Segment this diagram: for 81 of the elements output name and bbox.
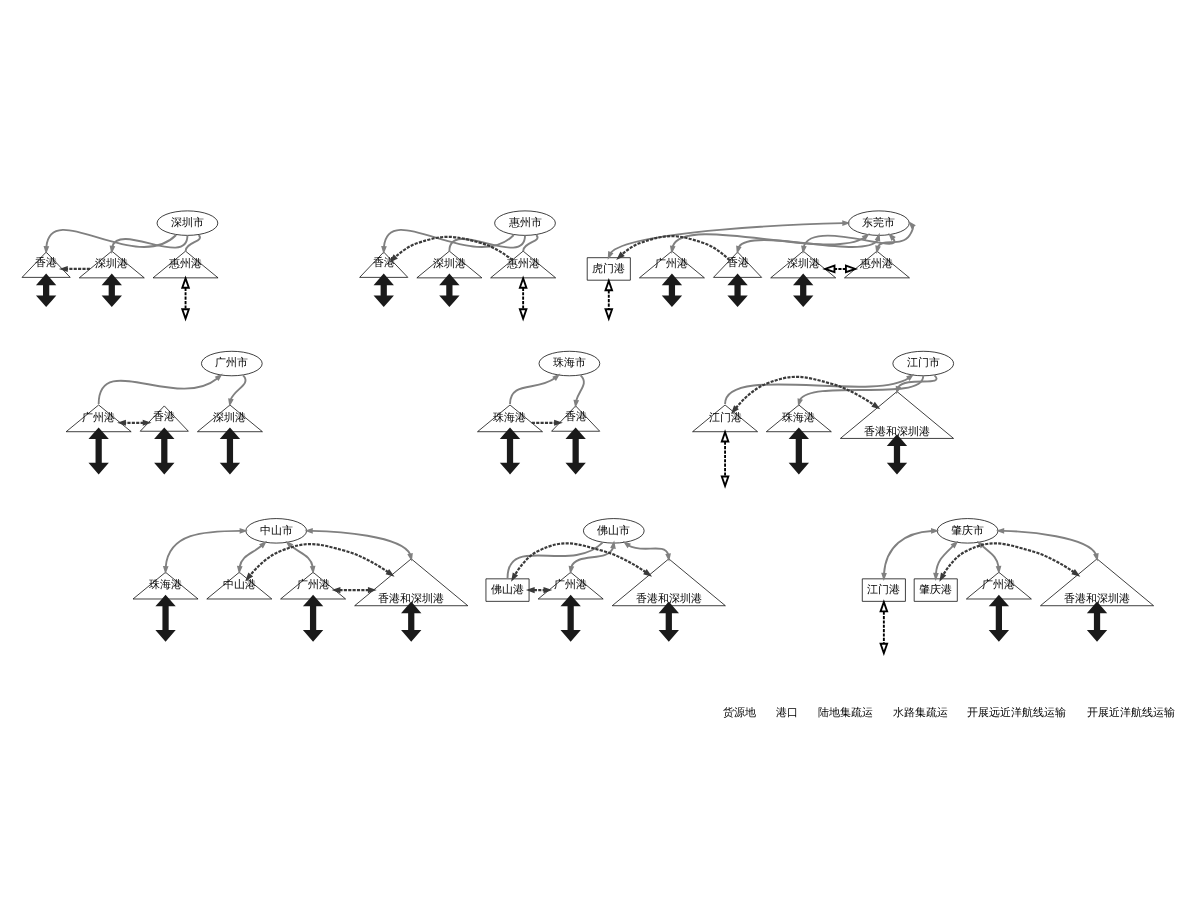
arrow (439, 273, 460, 308)
arrow (801, 232, 896, 254)
arrow (155, 594, 176, 642)
legend-label: 港口 (775, 706, 798, 718)
arrow (736, 232, 881, 255)
arrow (531, 419, 563, 426)
arrow (895, 374, 938, 395)
node-box: 江门港 (861, 578, 906, 602)
node-ellipse: 东莞市 (848, 210, 910, 236)
node-ellipse: 江门市 (892, 350, 954, 377)
arrow (381, 229, 515, 255)
arrow (669, 233, 870, 254)
arrow (401, 601, 422, 642)
arrow (996, 528, 1099, 562)
node-ellipse: 佛山市 (583, 518, 645, 544)
arrow (933, 540, 959, 582)
arrow (58, 265, 90, 273)
arrow (875, 221, 916, 254)
arrow (162, 527, 248, 575)
arrow (304, 528, 413, 562)
legend-label: 开展远近洋航线运输 (967, 706, 1067, 718)
arrow (101, 273, 122, 308)
arrow (88, 427, 109, 475)
arrow (109, 234, 189, 254)
arrow (988, 594, 1010, 642)
arrow (302, 594, 324, 642)
legend-label: 水路集疏运 (892, 706, 948, 718)
node-box: 肇庆港 (913, 578, 958, 602)
arrow (228, 374, 247, 407)
node-ellipse: 肇庆市 (936, 518, 999, 544)
arrow (661, 273, 683, 308)
arrow (285, 540, 316, 575)
arrow (730, 375, 881, 414)
arrow (373, 273, 394, 308)
arrow (154, 427, 175, 475)
arrow (793, 273, 814, 308)
arrow (724, 373, 915, 405)
arrow (797, 374, 925, 407)
arrow (727, 273, 748, 308)
arrow (525, 587, 553, 594)
arrow (509, 373, 561, 405)
node-ellipse: 广州市 (201, 350, 263, 377)
arrow (499, 427, 521, 475)
arrow (511, 542, 653, 582)
legend-label: 开展近洋航线运输 (1086, 706, 1175, 718)
arrow (976, 540, 1002, 575)
arrow (622, 540, 671, 562)
arrow (573, 374, 585, 409)
legend-label: 陆地集疏运 (818, 706, 874, 718)
arrow (560, 594, 581, 642)
connector (184, 234, 201, 253)
arrow (822, 264, 859, 274)
node-ellipse: 珠海市 (538, 350, 601, 377)
node-ellipse: 惠州市 (494, 210, 556, 236)
arrow (788, 427, 809, 475)
arrow (43, 229, 178, 255)
legend-label: 货源地 (722, 706, 756, 718)
node-ellipse: 中山市 (245, 518, 307, 544)
connector (448, 234, 526, 253)
arrow (331, 587, 377, 594)
arrow (117, 419, 152, 426)
connector (522, 234, 539, 253)
arrow (939, 542, 1081, 582)
arrow (219, 427, 241, 475)
arrow (1086, 601, 1108, 642)
arrow (97, 373, 223, 405)
arrow (658, 601, 679, 642)
arrow (389, 235, 514, 263)
arrow (245, 543, 395, 582)
arrow (236, 540, 268, 575)
connector (506, 541, 604, 580)
node-ellipse: 深圳市 (156, 210, 219, 236)
arrow (568, 540, 616, 575)
arrow (616, 235, 731, 261)
node-box: 佛山港 (485, 578, 530, 602)
arrow (607, 220, 851, 260)
arrow (565, 427, 586, 475)
arrow (886, 434, 908, 475)
arrow (35, 273, 57, 308)
node-box: 虎门港 (586, 257, 631, 281)
arrow (881, 528, 940, 582)
